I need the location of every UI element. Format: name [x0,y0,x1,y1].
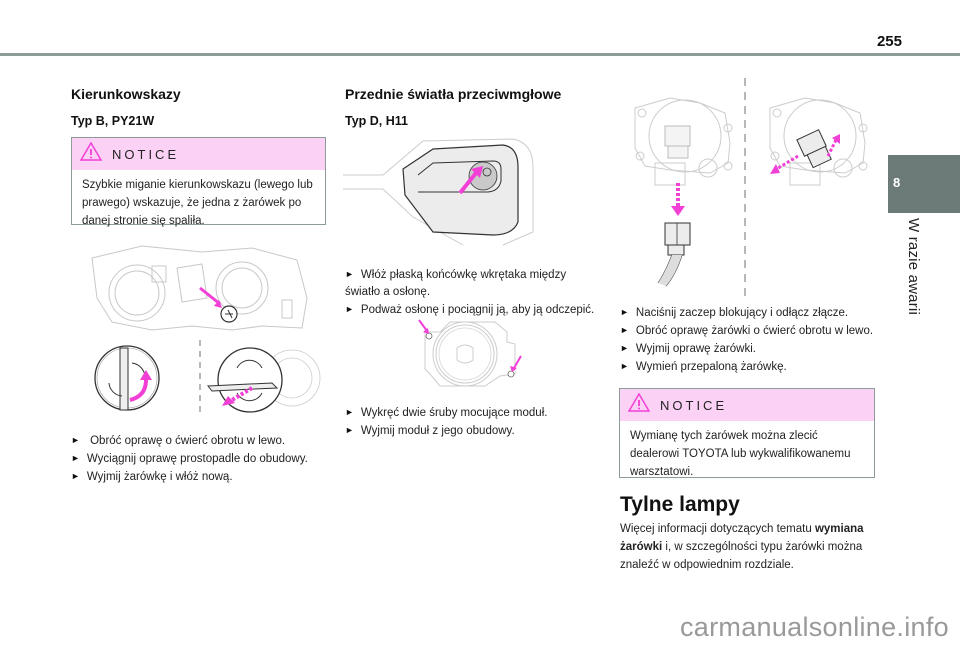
notice-text: Szybkie miganie kierunkowskazu (lewego l… [82,179,313,227]
step-item: ► Obróć oprawę o ćwierć obrotu w lewo. [71,432,336,450]
rear-lamps-text: Więcej informacji dotyczących tematu wym… [620,523,864,571]
notice-header: NOTICE [620,389,874,421]
bullet-icon: ► [71,471,80,481]
bullet-icon: ► [345,407,354,417]
connector-icon [657,222,691,287]
step-item: ►Wyjmij oprawę żarówki. [620,340,875,358]
arrow-icon [199,286,221,306]
screw-icon [507,370,515,378]
bold-link-term: wymiana żarówki [620,523,864,553]
bullet-icon: ► [71,453,80,463]
chapter-number: 8 [893,175,901,190]
chapter-tab[interactable] [888,155,960,213]
bullet-icon: ► [620,325,629,335]
steps-left: ► Obróć oprawę o ćwierć obrotu w lewo. ►… [71,432,336,486]
steps-middle-a: ►Włóż płaską końcówkę wkrętaka między św… [345,266,595,319]
bullet-icon: ► [345,425,354,435]
step-item: ►Włóż płaską końcówkę wkrętaka między św… [345,266,595,301]
notice-text: Wymianę tych żarówek można zlecić dealer… [630,430,851,478]
step-item: ►Wyciągnij oprawę prostopadle do obudowy… [71,450,336,468]
warning-triangle-icon [79,141,103,166]
steps-middle-b: ►Wykręć dwie śruby mocujące moduł. ►Wyjm… [345,404,595,440]
bullet-icon: ► [620,343,629,353]
page-number: 255 [876,33,902,50]
step-item: ►Wyjmij żarówkę i włóż nową. [71,468,336,486]
bulb-holder-rotate-illustration [94,345,160,411]
bullet-icon: ► [345,304,354,314]
notice-title: NOTICE [112,146,180,162]
notice-header: NOTICE [72,138,325,170]
bullet-icon: ► [620,361,629,371]
turn-signal-illustration [91,245,321,416]
notice-title: NOTICE [660,397,728,413]
fog-light-cover-illustration [343,138,534,246]
subheading-type-d: Typ D, H11 [345,114,408,128]
section-heading-turn-signals: Kierunkowskazy [71,86,181,102]
subheading-type-b: Typ B, PY21W [71,114,155,128]
section-heading-fog-lights: Przednie światła przeciwmgłowe [345,86,562,102]
step-item: ►Podważ osłonę i pociągnij ją, aby ją od… [345,301,595,319]
screw-icon [425,332,433,340]
notice-box-right: NOTICE Wymianę tych żarówek można zlecić… [619,388,875,478]
step-item: ►Wykręć dwie śruby mocujące moduł. [345,404,595,422]
notice-box-left: NOTICE Szybkie miganie kierunkowskazu (l… [71,137,326,227]
step-item: ►Wyjmij moduł z jego obudowy. [345,422,595,440]
step-item: ►Obróć oprawę żarówki o ćwierć obrotu w … [620,322,875,340]
bulb-holder-pull-illustration [206,347,321,413]
bullet-icon: ► [71,435,80,445]
bullet-icon: ► [345,269,354,279]
watermark: carmanualsonline.info [680,612,949,642]
section-heading-rear-lamps: Tylne lampy [620,493,740,516]
step-item: ►Naciśnij zaczep blokujący i odłącz złąc… [620,304,875,322]
step-item: ►Wymień przepaloną żarówkę. [620,358,875,376]
steps-right: ►Naciśnij zaczep blokujący i odłącz złąc… [620,304,875,376]
fog-light-module-illustration [418,319,522,387]
warning-triangle-icon [627,392,651,417]
bulb-connector-illustration [634,78,868,298]
chapter-title: W razie awarii [905,218,922,315]
header-rule [0,53,960,56]
bullet-icon: ► [620,307,629,317]
